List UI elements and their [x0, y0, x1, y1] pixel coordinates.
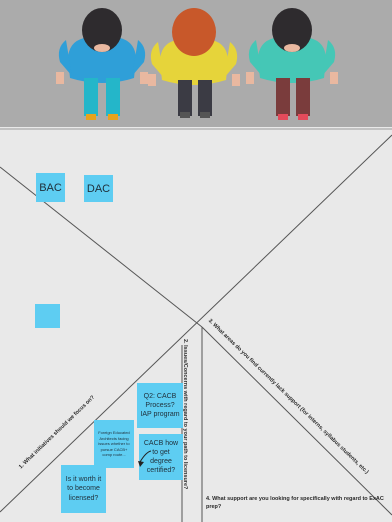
- section-2-label: 2. Issues/Concerns with regard to your p…: [182, 339, 188, 489]
- section-4-label: 4. What support are you looking for spec…: [206, 495, 386, 512]
